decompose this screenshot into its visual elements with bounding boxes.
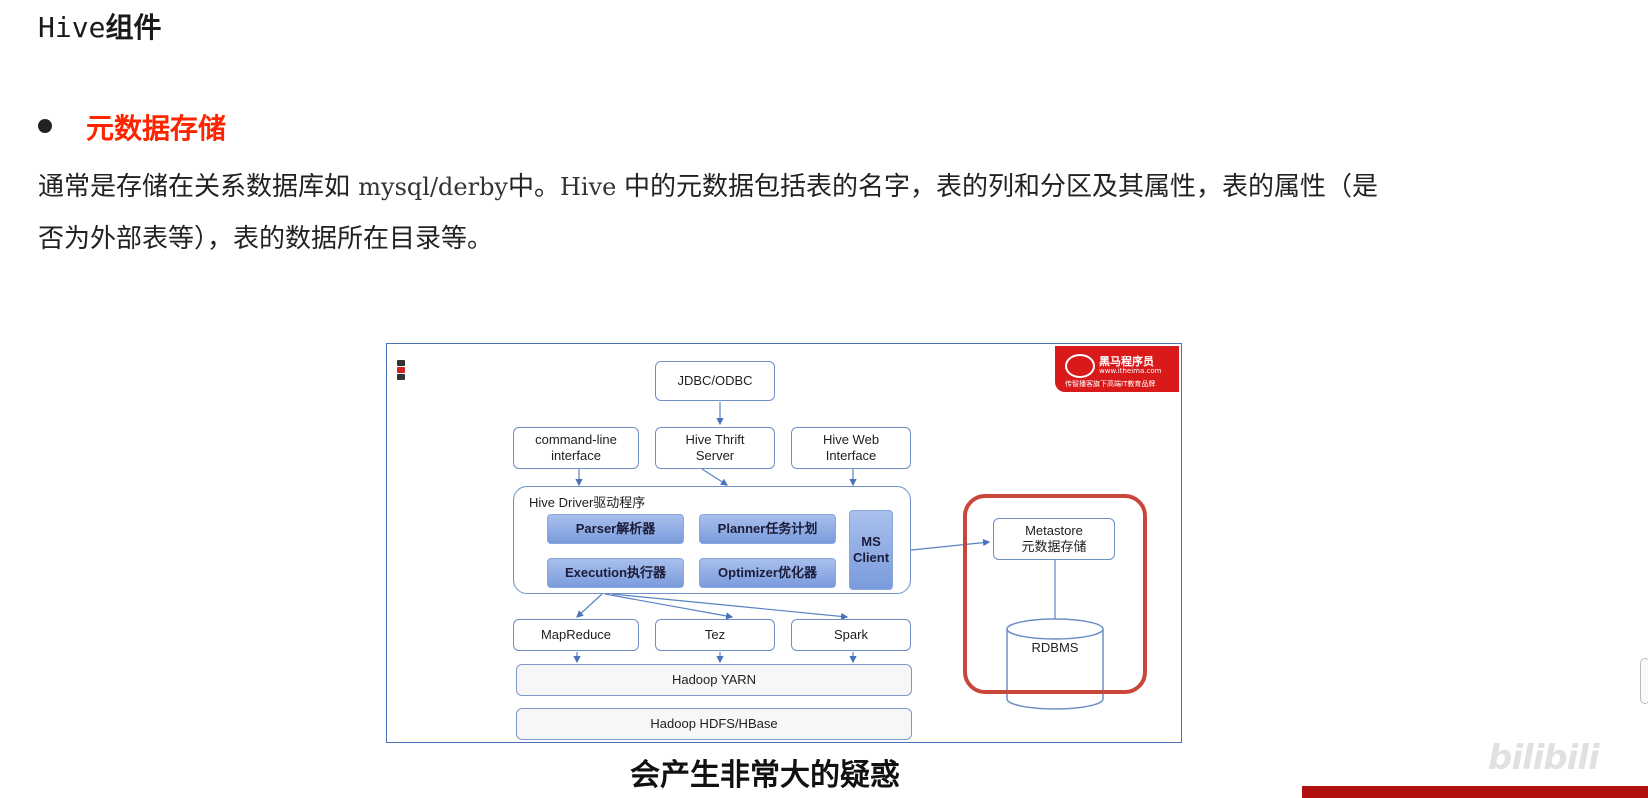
web-interface-box: Hive Web Interface bbox=[791, 427, 911, 469]
para-code: Hive bbox=[560, 173, 624, 201]
paragraph-line-1: 通常是存储在关系数据库如 mysql/derby中。Hive 中的元数据包括表的… bbox=[38, 166, 1378, 203]
tez-box: Tez bbox=[655, 619, 775, 651]
page-title: Hive组件 bbox=[38, 6, 161, 46]
hadoop-hdfs-box: Hadoop HDFS/HBase bbox=[516, 708, 912, 740]
metastore-box: Metastore 元数据存储 bbox=[993, 518, 1115, 560]
bottom-red-banner bbox=[1302, 786, 1648, 798]
title-prefix: Hive bbox=[38, 11, 106, 44]
arrow-exec-mapreduce bbox=[576, 593, 603, 618]
title-suffix: 组件 bbox=[105, 11, 162, 44]
arrow-thrift-driver bbox=[701, 468, 729, 486]
slide-corner-icon bbox=[397, 360, 405, 382]
hive-architecture-diagram: 黑马程序员 www.itheima.com 传智播客旗下高端IT教育品牌 JDB… bbox=[386, 343, 1182, 743]
video-subtitle: 会产生非常大的疑惑 bbox=[630, 758, 900, 793]
command-line-box: command-line interface bbox=[513, 427, 639, 469]
optimizer-chip: Optimizer优化器 bbox=[699, 558, 836, 588]
parser-chip: Parser解析器 bbox=[547, 514, 684, 544]
logo-slogan: 传智播客旗下高端IT教育品牌 bbox=[1065, 380, 1156, 388]
section-heading: 元数据存储 bbox=[86, 112, 227, 145]
ms-client-chip: MS Client bbox=[849, 510, 893, 590]
planner-chip: Planner任务计划 bbox=[699, 514, 836, 544]
bilibili-watermark: bilibili bbox=[1488, 738, 1600, 778]
rdbms-label: RDBMS bbox=[1031, 640, 1079, 655]
arrow-exec-tez bbox=[604, 593, 734, 620]
scrollbar-handle[interactable] bbox=[1640, 658, 1648, 704]
logo-url: www.itheima.com bbox=[1099, 367, 1162, 375]
para-code: mysql/derby bbox=[358, 173, 508, 201]
spark-box: Spark bbox=[791, 619, 911, 651]
mapreduce-box: MapReduce bbox=[513, 619, 639, 651]
para-text: 中。 bbox=[507, 172, 560, 202]
paragraph-line-2: 否为外部表等），表的数据所在目录等。 bbox=[38, 224, 494, 254]
diagram-arrows bbox=[573, 402, 1104, 710]
itheima-logo: 黑马程序员 www.itheima.com 传智播客旗下高端IT教育品牌 bbox=[1055, 346, 1179, 392]
execution-chip: Execution执行器 bbox=[547, 558, 684, 588]
hadoop-yarn-box: Hadoop YARN bbox=[516, 664, 912, 696]
logo-emblem-icon bbox=[1065, 354, 1095, 378]
logo-name: 黑马程序员 bbox=[1099, 355, 1154, 368]
hive-driver-label: Hive Driver驱动程序 bbox=[529, 495, 646, 510]
jdbc-odbc-box: JDBC/ODBC bbox=[655, 361, 775, 401]
para-text: 中的元数据包括表的名字，表的列和分区及其属性，表的属性（是 bbox=[624, 172, 1379, 202]
metastore-highlight-ring bbox=[963, 494, 1147, 694]
rdbms-cylinder bbox=[1006, 618, 1104, 710]
bullet-icon bbox=[38, 119, 52, 133]
arrow-msclient-metastore bbox=[901, 539, 991, 552]
arrow-exec-spark bbox=[611, 593, 849, 620]
para-text: 通常是存储在关系数据库如 bbox=[38, 172, 359, 202]
thrift-server-box: Hive Thrift Server bbox=[655, 427, 775, 469]
